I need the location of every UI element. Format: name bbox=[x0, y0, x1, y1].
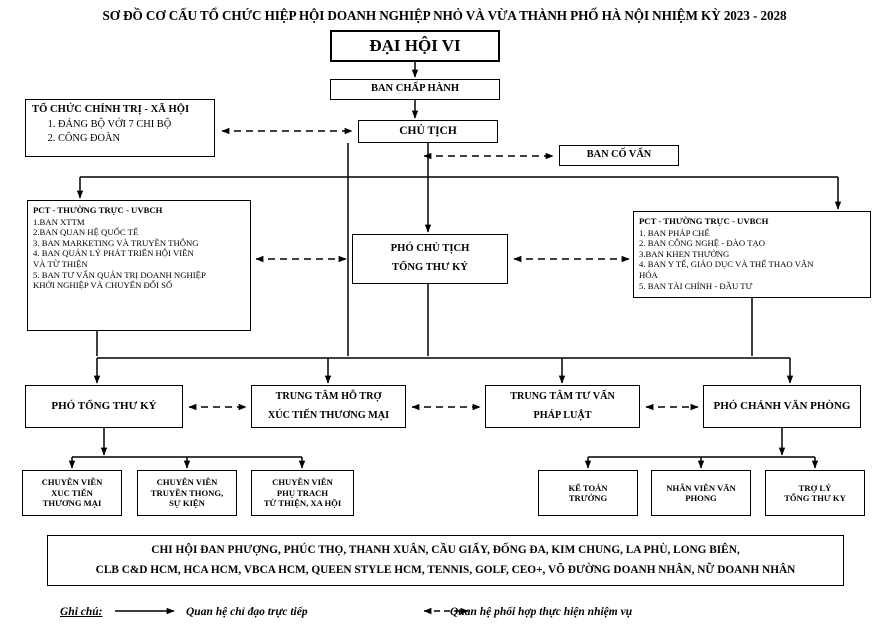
node-pho-tong-thu-ky-label: PHÓ TỔNG THƯ KÝ bbox=[51, 399, 157, 412]
trung-tam-ho-tro-line: XÚC TIẾN THƯƠNG MẠI bbox=[267, 409, 390, 421]
node-ban-chap-hanh-label: BAN CHẤP HÀNH bbox=[370, 83, 460, 95]
node-dai-hoi-label: ĐẠI HỘI VI bbox=[369, 35, 461, 55]
node-pct-thuong-truc-left[interactable]: PCT - THƯỜNG TRỰC - UVBCH 1.BAN XTTM 2.B… bbox=[27, 200, 251, 331]
node-pho-chu-tich-tong-thu-ky[interactable]: PHÓ CHỦ TỊCH TỔNG THƯ KÝ bbox=[352, 234, 508, 284]
node-pho-chanh-van-phong[interactable]: PHÓ CHÁNH VĂN PHÒNG bbox=[703, 385, 861, 428]
node-chuyen-vien-xuc-tien-thuong-mai[interactable]: CHUYÊN VIÊN XUC TIẾN THƯƠNG MẠI bbox=[22, 470, 122, 516]
pct-right-line: HÓA bbox=[639, 270, 658, 281]
chi-hoi-line: CHI HỘI ĐAN PHƯỢNG, PHÚC THỌ, THANH XUÂN… bbox=[151, 543, 740, 556]
node-pct-thuong-truc-right[interactable]: PCT - THƯỜNG TRỰC - UVBCH 1. BAN PHÁP CH… bbox=[633, 211, 871, 298]
ke-toan-line: KẾ TOÁN bbox=[568, 482, 608, 493]
pct-right-heading: PCT - THƯỜNG TRỰC - UVBCH bbox=[639, 216, 769, 226]
chuyen-vien-1-line: XUC TIẾN bbox=[51, 487, 93, 498]
pct-left-line: 1.BAN XTTM bbox=[33, 216, 85, 227]
chuyen-vien-3-line: TỪ THIỆN, XA HỘI bbox=[263, 498, 342, 509]
ke-toan-line: TRƯỞNG bbox=[568, 493, 608, 503]
node-dai-hoi[interactable]: ĐẠI HỘI VI bbox=[330, 30, 500, 62]
node-ke-toan-truong[interactable]: KẾ TOÁN TRƯỞNG bbox=[538, 470, 638, 516]
node-nhan-vien-van-phong[interactable]: NHÂN VIÊN VĂN PHONG bbox=[651, 470, 751, 516]
pct-right-line: 1. BAN PHÁP CHẾ bbox=[639, 227, 710, 238]
page-title: SƠ ĐỒ CƠ CẤU TỔ CHỨC HIỆP HỘI DOANH NGHI… bbox=[102, 8, 787, 23]
tro-ly-line: TRỢ LÝ bbox=[798, 482, 832, 493]
pct-left-line: KHỞI NGHIỆP VÀ CHUYỂN ĐỔI SỐ bbox=[33, 280, 173, 291]
legend-dashed-meaning: Quan hệ phối hợp thực hiện nhiệm vụ bbox=[450, 606, 633, 618]
chuyen-vien-2-line: CHUYÊN VIÊN bbox=[156, 477, 218, 488]
pct-right-line: 2. BAN CÔNG NGHỆ - ĐÀO TẠO bbox=[639, 238, 766, 249]
pct-right-line: 3.BAN KHEN THƯỞNG bbox=[639, 248, 730, 259]
nhan-vien-line: NHÂN VIÊN VĂN bbox=[666, 482, 736, 493]
legend-note-label: Ghi chú: bbox=[60, 606, 103, 618]
chuyen-vien-3-line: CHUYÊN VIÊN bbox=[272, 477, 333, 488]
to-chuc-item-list: ĐẢNG BỘ VỚI 7 CHI BỘ CÔNG ĐOÀN bbox=[32, 118, 171, 146]
node-chu-tich[interactable]: CHỦ TỊCH bbox=[358, 120, 498, 143]
pho-chu-tich-line: PHÓ CHỦ TỊCH bbox=[390, 243, 470, 255]
node-chuyen-vien-truyen-thong-su-kien[interactable]: CHUYÊN VIÊN TRUYỀN THONG, SỰ KIỆN bbox=[137, 470, 237, 516]
trung-tam-ho-tro-line: TRUNG TÂM HỖ TRỢ bbox=[275, 391, 382, 403]
node-to-chuc-heading: TỔ CHỨC CHÍNH TRỊ - XÃ HỘI bbox=[32, 104, 190, 115]
node-tro-ly-tong-thu-ky[interactable]: TRỢ LÝ TỔNG THƯ KY bbox=[765, 470, 865, 516]
pct-left-line: 4. BAN QUẢN LÝ PHÁT TRIỂN HỘI VIÊN bbox=[33, 248, 194, 259]
list-item: CÔNG ĐOÀN bbox=[58, 132, 171, 146]
chuyen-vien-3-line: PHỤ TRACH bbox=[276, 487, 329, 498]
node-ban-co-van[interactable]: BAN CỐ VẤN bbox=[559, 145, 679, 166]
trung-tam-tu-van-line: TRUNG TÂM TƯ VẤN bbox=[510, 391, 615, 403]
pct-left-lines: 1.BAN XTTM 2.BAN QUAN HỆ QUỐC TẾ 3. BAN … bbox=[33, 217, 245, 291]
pct-left-line: VÀ TỪ THIỆN bbox=[33, 259, 88, 270]
pho-chu-tich-line: TỔNG THƯ KÝ bbox=[392, 262, 468, 273]
node-pho-tong-thu-ky[interactable]: PHÓ TỔNG THƯ KÝ bbox=[25, 385, 183, 428]
chuyen-vien-1-line: THƯƠNG MẠI bbox=[42, 498, 102, 509]
pct-left-heading: PCT - THƯỜNG TRỰC - UVBCH bbox=[33, 205, 163, 215]
node-trung-tam-tu-van-phap-luat[interactable]: TRUNG TÂM TƯ VẤN PHÁP LUẬT bbox=[485, 385, 640, 428]
node-chi-hoi-list[interactable]: CHI HỘI ĐAN PHƯỢNG, PHÚC THỌ, THANH XUÂN… bbox=[47, 535, 844, 586]
nhan-vien-line: PHONG bbox=[685, 493, 717, 503]
node-ban-chap-hanh[interactable]: BAN CHẤP HÀNH bbox=[330, 79, 500, 100]
trung-tam-tu-van-line: PHÁP LUẬT bbox=[533, 409, 592, 421]
pct-right-line: 5. BAN TÀI CHÍNH - ĐẦU TƯ bbox=[639, 280, 753, 291]
node-pho-chanh-van-phong-label: PHÓ CHÁNH VĂN PHÒNG bbox=[713, 399, 851, 412]
node-chu-tich-label: CHỦ TỊCH bbox=[399, 125, 457, 138]
pct-right-lines: 1. BAN PHÁP CHẾ 2. BAN CÔNG NGHỆ - ĐÀO T… bbox=[639, 228, 865, 292]
legend: Ghi chú: Quan hệ chỉ đạo trực tiếp Quan … bbox=[60, 604, 860, 624]
pct-right-line: 4. BAN Y TẾ, GIÁO DỤC VÀ THỂ THAO VĂN bbox=[639, 259, 814, 270]
legend-solid-meaning: Quan hệ chỉ đạo trực tiếp bbox=[186, 606, 308, 618]
chuyen-vien-1-line: CHUYÊN VIÊN bbox=[41, 477, 103, 488]
node-chuyen-vien-tu-thien-xa-hoi[interactable]: CHUYÊN VIÊN PHỤ TRACH TỪ THIỆN, XA HỘI bbox=[251, 470, 354, 516]
chuyen-vien-2-line: TRUYỀN THONG, bbox=[150, 487, 224, 498]
tro-ly-line: TỔNG THƯ KY bbox=[784, 493, 846, 503]
pct-left-line: 2.BAN QUAN HỆ QUỐC TẾ bbox=[33, 227, 139, 238]
node-ban-co-van-label: BAN CỐ VẤN bbox=[586, 149, 652, 161]
list-item: ĐẢNG BỘ VỚI 7 CHI BỘ bbox=[58, 118, 171, 132]
pct-left-line: 3. BAN MARKETING VÀ TRUYỀN THÔNG bbox=[33, 237, 199, 248]
pct-left-line: 5. BAN TƯ VẤN QUẢN TRỊ DOANH NGHIỆP bbox=[33, 269, 206, 280]
chuyen-vien-2-line: SỰ KIỆN bbox=[169, 498, 205, 509]
node-to-chuc-chinh-tri-xa-hoi[interactable]: TỔ CHỨC CHÍNH TRỊ - XÃ HỘI ĐẢNG BỘ VỚI 7… bbox=[25, 99, 215, 157]
node-trung-tam-ho-tro-xuc-tien[interactable]: TRUNG TÂM HỖ TRỢ XÚC TIẾN THƯƠNG MẠI bbox=[251, 385, 406, 428]
chi-hoi-line: CLB C&D HCM, HCA HCM, VBCA HCM, QUEEN ST… bbox=[95, 563, 796, 576]
